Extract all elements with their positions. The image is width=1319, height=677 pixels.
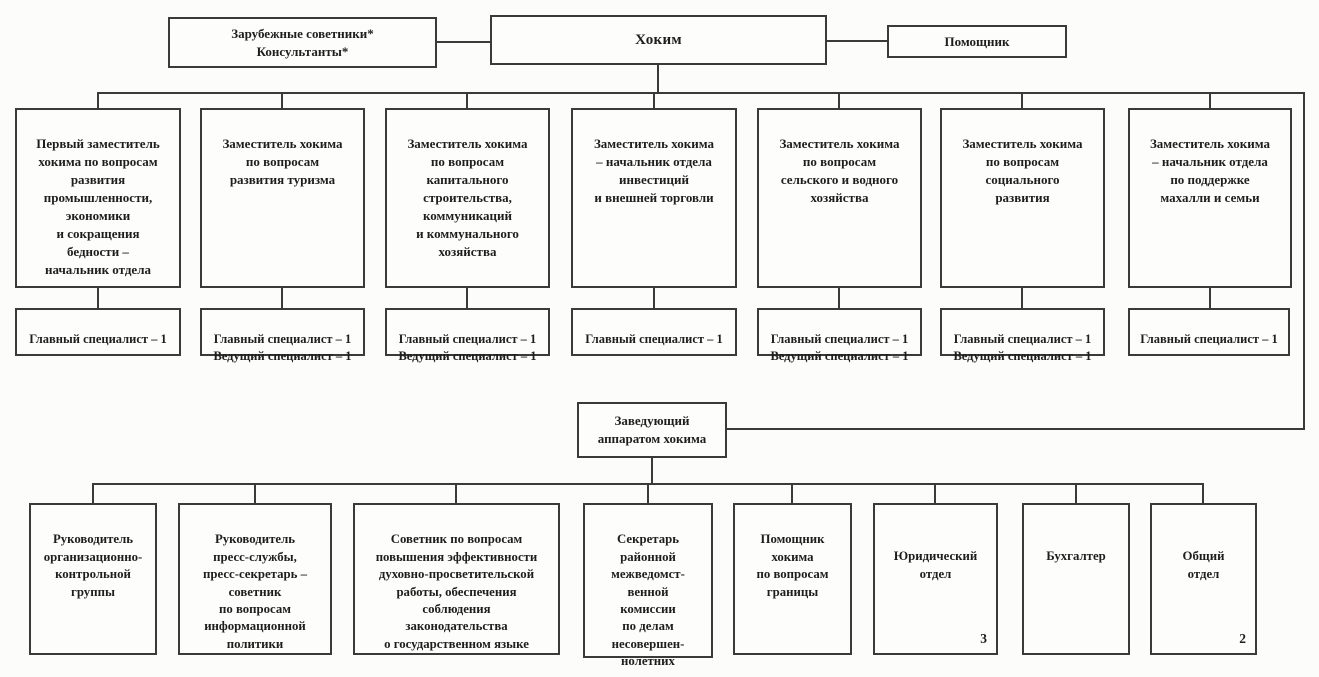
deputy-label: Заместитель хокима – начальник отдела по… (1149, 135, 1271, 205)
specialist-box: Главный специалист – 1 (571, 308, 737, 356)
deputy-box-construction: Заместитель хокима по вопросам капитальн… (385, 108, 550, 288)
bottom-box-accountant: Бухгалтер (1022, 503, 1130, 655)
bottom-label: Секретарь районной межведомст- венной ко… (611, 532, 685, 669)
specialist-label: Главный специалист – 1 (1140, 331, 1278, 346)
bottom-label: Общий отдел (1182, 549, 1225, 581)
advisors-label: Зарубежные советники* Консультанты* (231, 25, 374, 59)
deputy-label: Заместитель хокима по вопросам социально… (962, 135, 1083, 205)
deputy-box-mahalla: Заместитель хокима – начальник отдела по… (1128, 108, 1292, 288)
bottom-box-minors-commission: Секретарь районной межведомст- венной ко… (583, 503, 713, 668)
advisors-box: Зарубежные советники* Консультанты* (168, 17, 437, 68)
assistant-label: Помощник (944, 33, 1010, 49)
hokim-label: Хоким (635, 31, 682, 48)
connector-drop (1209, 92, 1211, 108)
connector-right-horizontal (727, 428, 1305, 430)
connector-drop (281, 288, 283, 308)
connector-drop (254, 483, 256, 503)
bottom-box-legal-department: Юридический отдел 3 (873, 503, 998, 655)
connector-advisors-hokim (437, 41, 490, 43)
specialist-label: Главный специалист – 1 Ведущий специалис… (770, 331, 909, 363)
connector-drop (647, 483, 649, 503)
specialist-label: Главный специалист – 1 Ведущий специалис… (213, 331, 352, 363)
bottom-label: Руководитель пресс-службы, пресс-секрета… (203, 532, 307, 651)
connector-hokim-drop (657, 65, 659, 94)
bottom-box-general-department: Общий отдел 2 (1150, 503, 1257, 655)
deputy-box-tourism: Заместитель хокима по вопросам развития … (200, 108, 365, 288)
connector-drop (97, 288, 99, 308)
specialist-box: Главный специалист – 1 Ведущий специалис… (385, 308, 550, 363)
connector-apparatus-drop (651, 458, 653, 485)
connector-drop (281, 92, 283, 108)
connector-drop (1075, 483, 1077, 503)
connector-drop (653, 288, 655, 308)
specialist-box: Главный специалист – 1 Ведущий специалис… (757, 308, 922, 363)
bottom-box-spiritual-adviser: Советник по вопросам повышения эффективн… (353, 503, 560, 655)
specialist-box: Главный специалист – 1 Ведущий специалис… (940, 308, 1105, 363)
bottom-label: Советник по вопросам повышения эффективн… (375, 532, 538, 651)
apparatus-head-box: Заведующий аппаратом хокима (577, 402, 727, 458)
connector-drop (791, 483, 793, 503)
bottom-box-control-group: Руководитель организационно- контрольной… (29, 503, 157, 655)
deputy-label: Первый заместитель хокима по вопросам ра… (36, 135, 160, 277)
connector-drop (466, 92, 468, 108)
assistant-box: Помощник (887, 25, 1067, 58)
specialist-box: Главный специалист – 1 Ведущий специалис… (200, 308, 365, 363)
connector-drop (838, 288, 840, 308)
specialist-label: Главный специалист – 1 Ведущий специалис… (953, 331, 1092, 363)
deputy-box-social: Заместитель хокима по вопросам социально… (940, 108, 1105, 288)
deputy-box-investments: Заместитель хокима – начальник отдела ин… (571, 108, 737, 288)
deputy-label: Заместитель хокима по вопросам сельского… (779, 135, 900, 205)
connector-drop (455, 483, 457, 503)
specialist-label: Главный специалист – 1 (585, 331, 723, 346)
bottom-box-press-service: Руководитель пресс-службы, пресс-секрета… (178, 503, 332, 655)
connector-drop (1202, 483, 1204, 503)
connector-drop (97, 92, 99, 108)
staff-count: 3 (980, 630, 987, 646)
connector-drop (1021, 92, 1023, 108)
specialist-label: Главный специалист – 1 (29, 331, 167, 346)
staff-count: 2 (1239, 630, 1246, 646)
specialist-box: Главный специалист – 1 (1128, 308, 1290, 356)
connector-drop (838, 92, 840, 108)
connector-hokim-assistant (827, 40, 887, 42)
connector-drop (1021, 288, 1023, 308)
deputy-box-industry: Первый заместитель хокима по вопросам ра… (15, 108, 181, 288)
bottom-label: Бухгалтер (1046, 549, 1106, 564)
connector-drop (934, 483, 936, 503)
specialist-box: Главный специалист – 1 (15, 308, 181, 356)
apparatus-head-label: Заведующий аппаратом хокима (597, 413, 707, 446)
deputy-label: Заместитель хокима по вопросам капитальн… (407, 135, 528, 259)
bottom-box-border-assistant: Помощник хокима по вопросам границы (733, 503, 852, 655)
bottom-label: Юридический отдел (893, 549, 978, 581)
connector-drop (466, 288, 468, 308)
deputy-label: Заместитель хокима по вопросам развития … (222, 135, 343, 187)
connector-drop (92, 483, 94, 503)
specialist-label: Главный специалист – 1 Ведущий специалис… (398, 331, 537, 363)
connector-deputies-bus (97, 92, 1305, 94)
bottom-label: Руководитель организационно- контрольной… (43, 532, 143, 599)
connector-right-drop (1303, 92, 1305, 430)
deputy-box-agriculture: Заместитель хокима по вопросам сельского… (757, 108, 922, 288)
deputy-label: Заместитель хокима – начальник отдела ин… (593, 135, 715, 205)
hokim-box: Хоким (490, 15, 827, 65)
connector-drop (653, 92, 655, 108)
bottom-label: Помощник хокима по вопросам границы (756, 532, 829, 599)
connector-drop (1209, 288, 1211, 308)
